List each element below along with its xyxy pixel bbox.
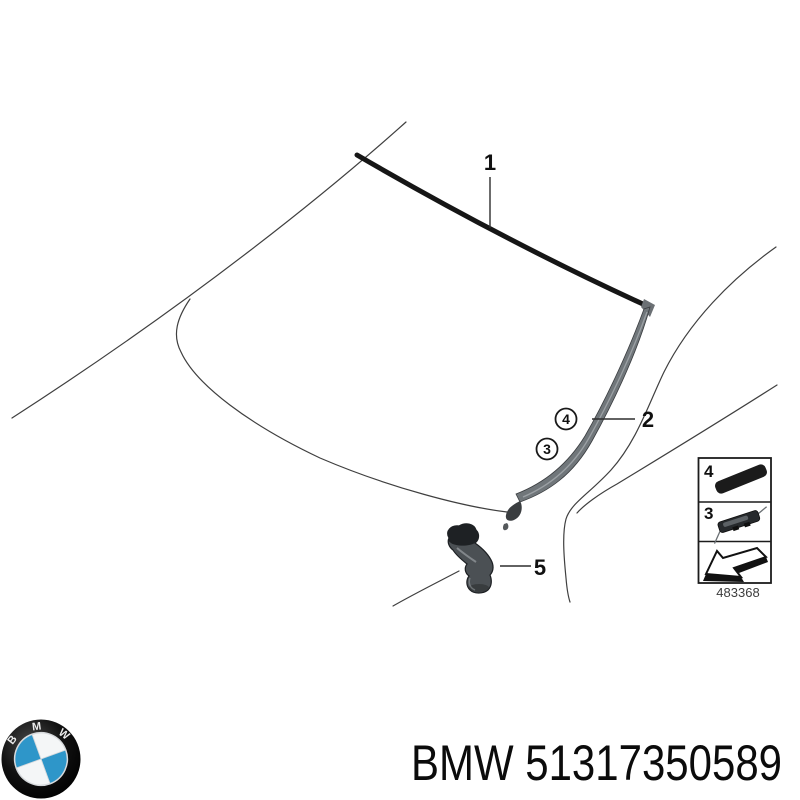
hood-line [392,570,460,607]
svg-text:4: 4 [562,411,570,427]
svg-text:3: 3 [543,441,551,457]
diagram-number: 483368 [716,585,759,600]
callout-circle-4: 4 [554,407,578,431]
side-molding-end-dot [502,523,509,531]
legend-item-3-label: 3 [704,504,713,523]
car-body-belt-line [576,384,778,514]
top-molding [354,152,648,308]
side-molding-end-hook [505,501,522,521]
callout-circle-3: 3 [535,437,559,461]
clip-icon [713,506,768,544]
side-molding-highlight [522,311,648,498]
callout-5-label: 5 [534,555,546,580]
legend-box: 4 3 [697,457,772,584]
bmw-roundel-logo: B M W [1,719,81,799]
callout-1-label: 1 [484,150,496,175]
car-body-right-roof-line [563,246,777,603]
callout-2-label: 2 [642,407,654,432]
part-number-text: BMW 51317350589 [411,735,782,791]
car-body-left-pillar-line [11,121,407,419]
roundel-letter-m: M [31,721,42,734]
direction-arrow-icon [703,546,768,582]
windshield-outline [175,298,508,513]
foam-pad-icon [715,464,767,494]
side-molding [515,306,651,503]
legend-item-4-label: 4 [704,462,714,481]
washer-nozzle-cover [447,523,494,594]
